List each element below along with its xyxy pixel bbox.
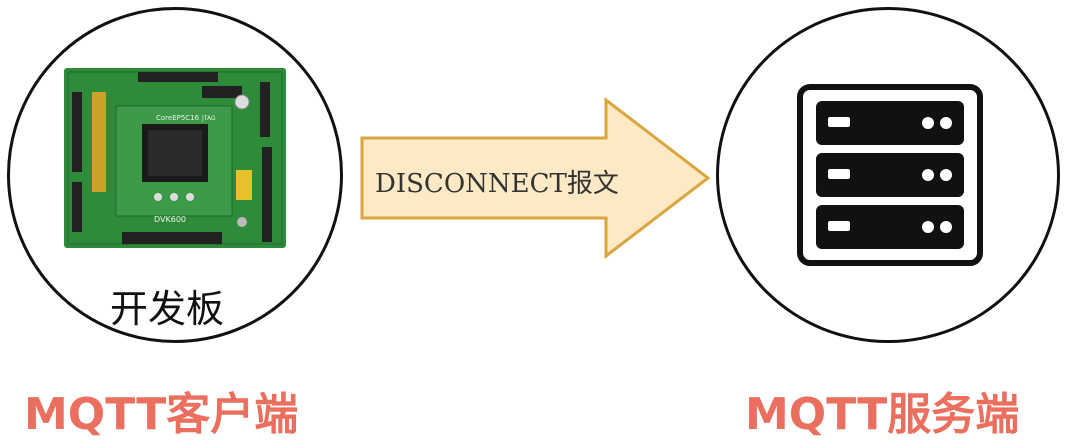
board-silk-jtag: JTAG	[201, 115, 216, 122]
dev-board-image: CoreEP5C16 DVK600 JTAG	[64, 68, 286, 248]
board-silk-dvk: DVK600	[154, 215, 186, 224]
server-icon	[797, 84, 983, 266]
board-label: 开发板	[110, 287, 225, 331]
message-label: DISCONNECT报文	[375, 169, 619, 199]
server-caption: MQTT服务端	[745, 389, 1020, 440]
client-caption: MQTT客户端	[24, 389, 299, 440]
message-arrow	[360, 96, 711, 260]
board-silk-core: CoreEP5C16	[156, 114, 200, 122]
